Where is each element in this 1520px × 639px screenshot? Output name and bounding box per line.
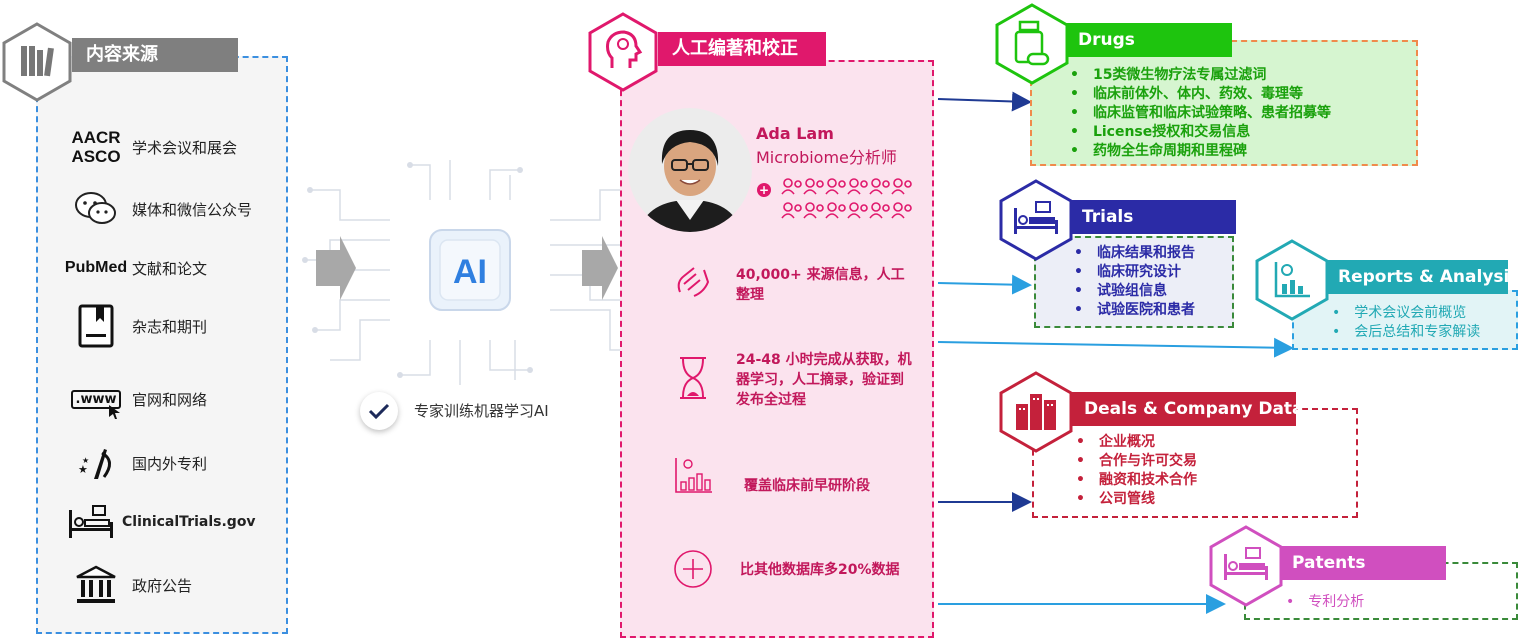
patent-icon: ★★: [78, 449, 111, 479]
ai-chip-label: AI: [453, 253, 487, 291]
source-label: 文献和论文: [132, 259, 208, 278]
patents-list: 专利分析: [1286, 593, 1364, 612]
list-item: 试验组信息: [1074, 282, 1195, 301]
list-item: 临床前体外、体内、药效、毒理等: [1070, 85, 1331, 104]
ai-chip-graphic: AI: [302, 160, 638, 385]
source-media: 媒体和微信公众号: [60, 186, 270, 232]
hospital-bed-icon: [999, 179, 1073, 261]
analyst-avatar: [628, 108, 752, 232]
government-building-icon: [76, 565, 116, 603]
source-label: 学术会议和展会: [132, 138, 238, 157]
svg-text:★: ★: [82, 456, 89, 465]
hospital-bed-icon: [69, 505, 113, 538]
drugs-list: 15类微生物疗法专属过滤词 临床前体外、体内、药效、毒理等 临床监管和临床试验策…: [1070, 66, 1331, 161]
trials-title: Trials: [1070, 200, 1236, 234]
source-label: 政府公告: [132, 576, 193, 595]
list-item: 15类微生物疗法专属过滤词: [1070, 66, 1331, 85]
hourglass-icon: [680, 357, 706, 399]
list-item: 临床研究设计: [1074, 263, 1195, 282]
reports-title: Reports & Analysis: [1326, 260, 1519, 294]
list-item: 临床结果和报告: [1074, 244, 1195, 263]
source-label: 杂志和期刊: [132, 317, 208, 336]
feature-turnaround: 24-48 小时完成从获取，机器学习，人工摘录，验证到发布全过程: [736, 352, 912, 408]
list-item: 公司管线: [1076, 490, 1197, 509]
list-item: 融资和技术合作: [1076, 471, 1197, 490]
source-clinicaltrials: ClinicalTrials.gov: [60, 499, 270, 545]
analyst-name: Ada Lam: [756, 124, 834, 143]
deals-list: 企业概况 合作与许可交易 融资和技术合作 公司管线: [1076, 433, 1197, 509]
feature-coverage: 覆盖临床前早研阶段: [744, 478, 870, 494]
feature-more-data: 比其他数据库多20%数据: [740, 562, 900, 578]
expert-ml-text: 专家训练机器学习AI: [414, 402, 549, 420]
source-label: 官网和网络: [132, 390, 208, 409]
list-item: 专利分析: [1286, 593, 1364, 612]
source-journals: 杂志和期刊: [60, 303, 270, 349]
source-label: 媒体和微信公众号: [132, 200, 253, 219]
source-label: ClinicalTrials.gov: [122, 514, 256, 530]
patents-title: Patents: [1280, 546, 1446, 580]
list-item: 临床监管和临床试验策略、患者招募等: [1070, 104, 1331, 123]
list-item: 药物全生命周期和里程碑: [1070, 142, 1331, 161]
svg-text:★: ★: [78, 463, 88, 476]
journal-icon: [78, 304, 114, 348]
bar-chart-icon: [675, 458, 712, 493]
source-conferences: AACR ASCO 学术会议和展会: [60, 124, 270, 170]
connector-arrows: [937, 91, 1294, 614]
trials-list: 临床结果和报告 临床研究设计 试验组信息 试验医院和患者: [1074, 244, 1195, 320]
company-buildings-icon: [999, 371, 1073, 453]
list-item: 学术会议会前概览: [1332, 304, 1480, 323]
pubmed-logo: PubMed: [64, 259, 128, 276]
check-badge: [360, 392, 398, 430]
editor-title: 人工编著和校正: [658, 32, 826, 66]
deals-title: Deals & Company Data: [1072, 392, 1304, 426]
www-icon: .www: [70, 389, 122, 409]
list-item: 企业概况: [1076, 433, 1197, 452]
list-item: License授权和交易信息: [1070, 123, 1331, 142]
patent-bed-icon: [1209, 525, 1283, 607]
plus-circle-icon: [674, 550, 712, 588]
feature-sources: 40,000+ 来源信息，人工整理: [736, 267, 905, 303]
brain-head-icon: [588, 12, 658, 92]
source-government: 政府公告: [60, 562, 270, 608]
list-item: 会后总结和专家解读: [1332, 323, 1480, 342]
list-item: 试验医院和患者: [1074, 301, 1195, 320]
source-literature: PubMed 文献和论文: [60, 245, 270, 291]
reports-list: 学术会议会前概览 会后总结和专家解读: [1332, 304, 1480, 342]
drugs-title: Drugs: [1066, 23, 1232, 57]
source-patents: ★★ 国内外专利: [60, 440, 270, 486]
check-icon: [368, 403, 390, 420]
team-icons: +: [757, 178, 912, 219]
list-item: 合作与许可交易: [1076, 452, 1197, 471]
books-icon: [2, 22, 72, 102]
svg-text:+: +: [759, 183, 769, 197]
pill-bottle-icon: [995, 3, 1069, 85]
sources-panel: [36, 56, 288, 634]
wechat-icon: [75, 192, 116, 224]
sources-title: 内容来源: [72, 38, 238, 72]
source-label: 国内外专利: [132, 454, 208, 473]
hands-icon: [677, 267, 710, 297]
analyst-role: Microbiome分析师: [756, 148, 897, 167]
aacr-asco-logo: AACR ASCO: [71, 128, 121, 166]
source-web: .www 官网和网络: [60, 376, 270, 422]
report-chart-icon: [1255, 239, 1329, 321]
cursor-icon: [109, 404, 120, 419]
